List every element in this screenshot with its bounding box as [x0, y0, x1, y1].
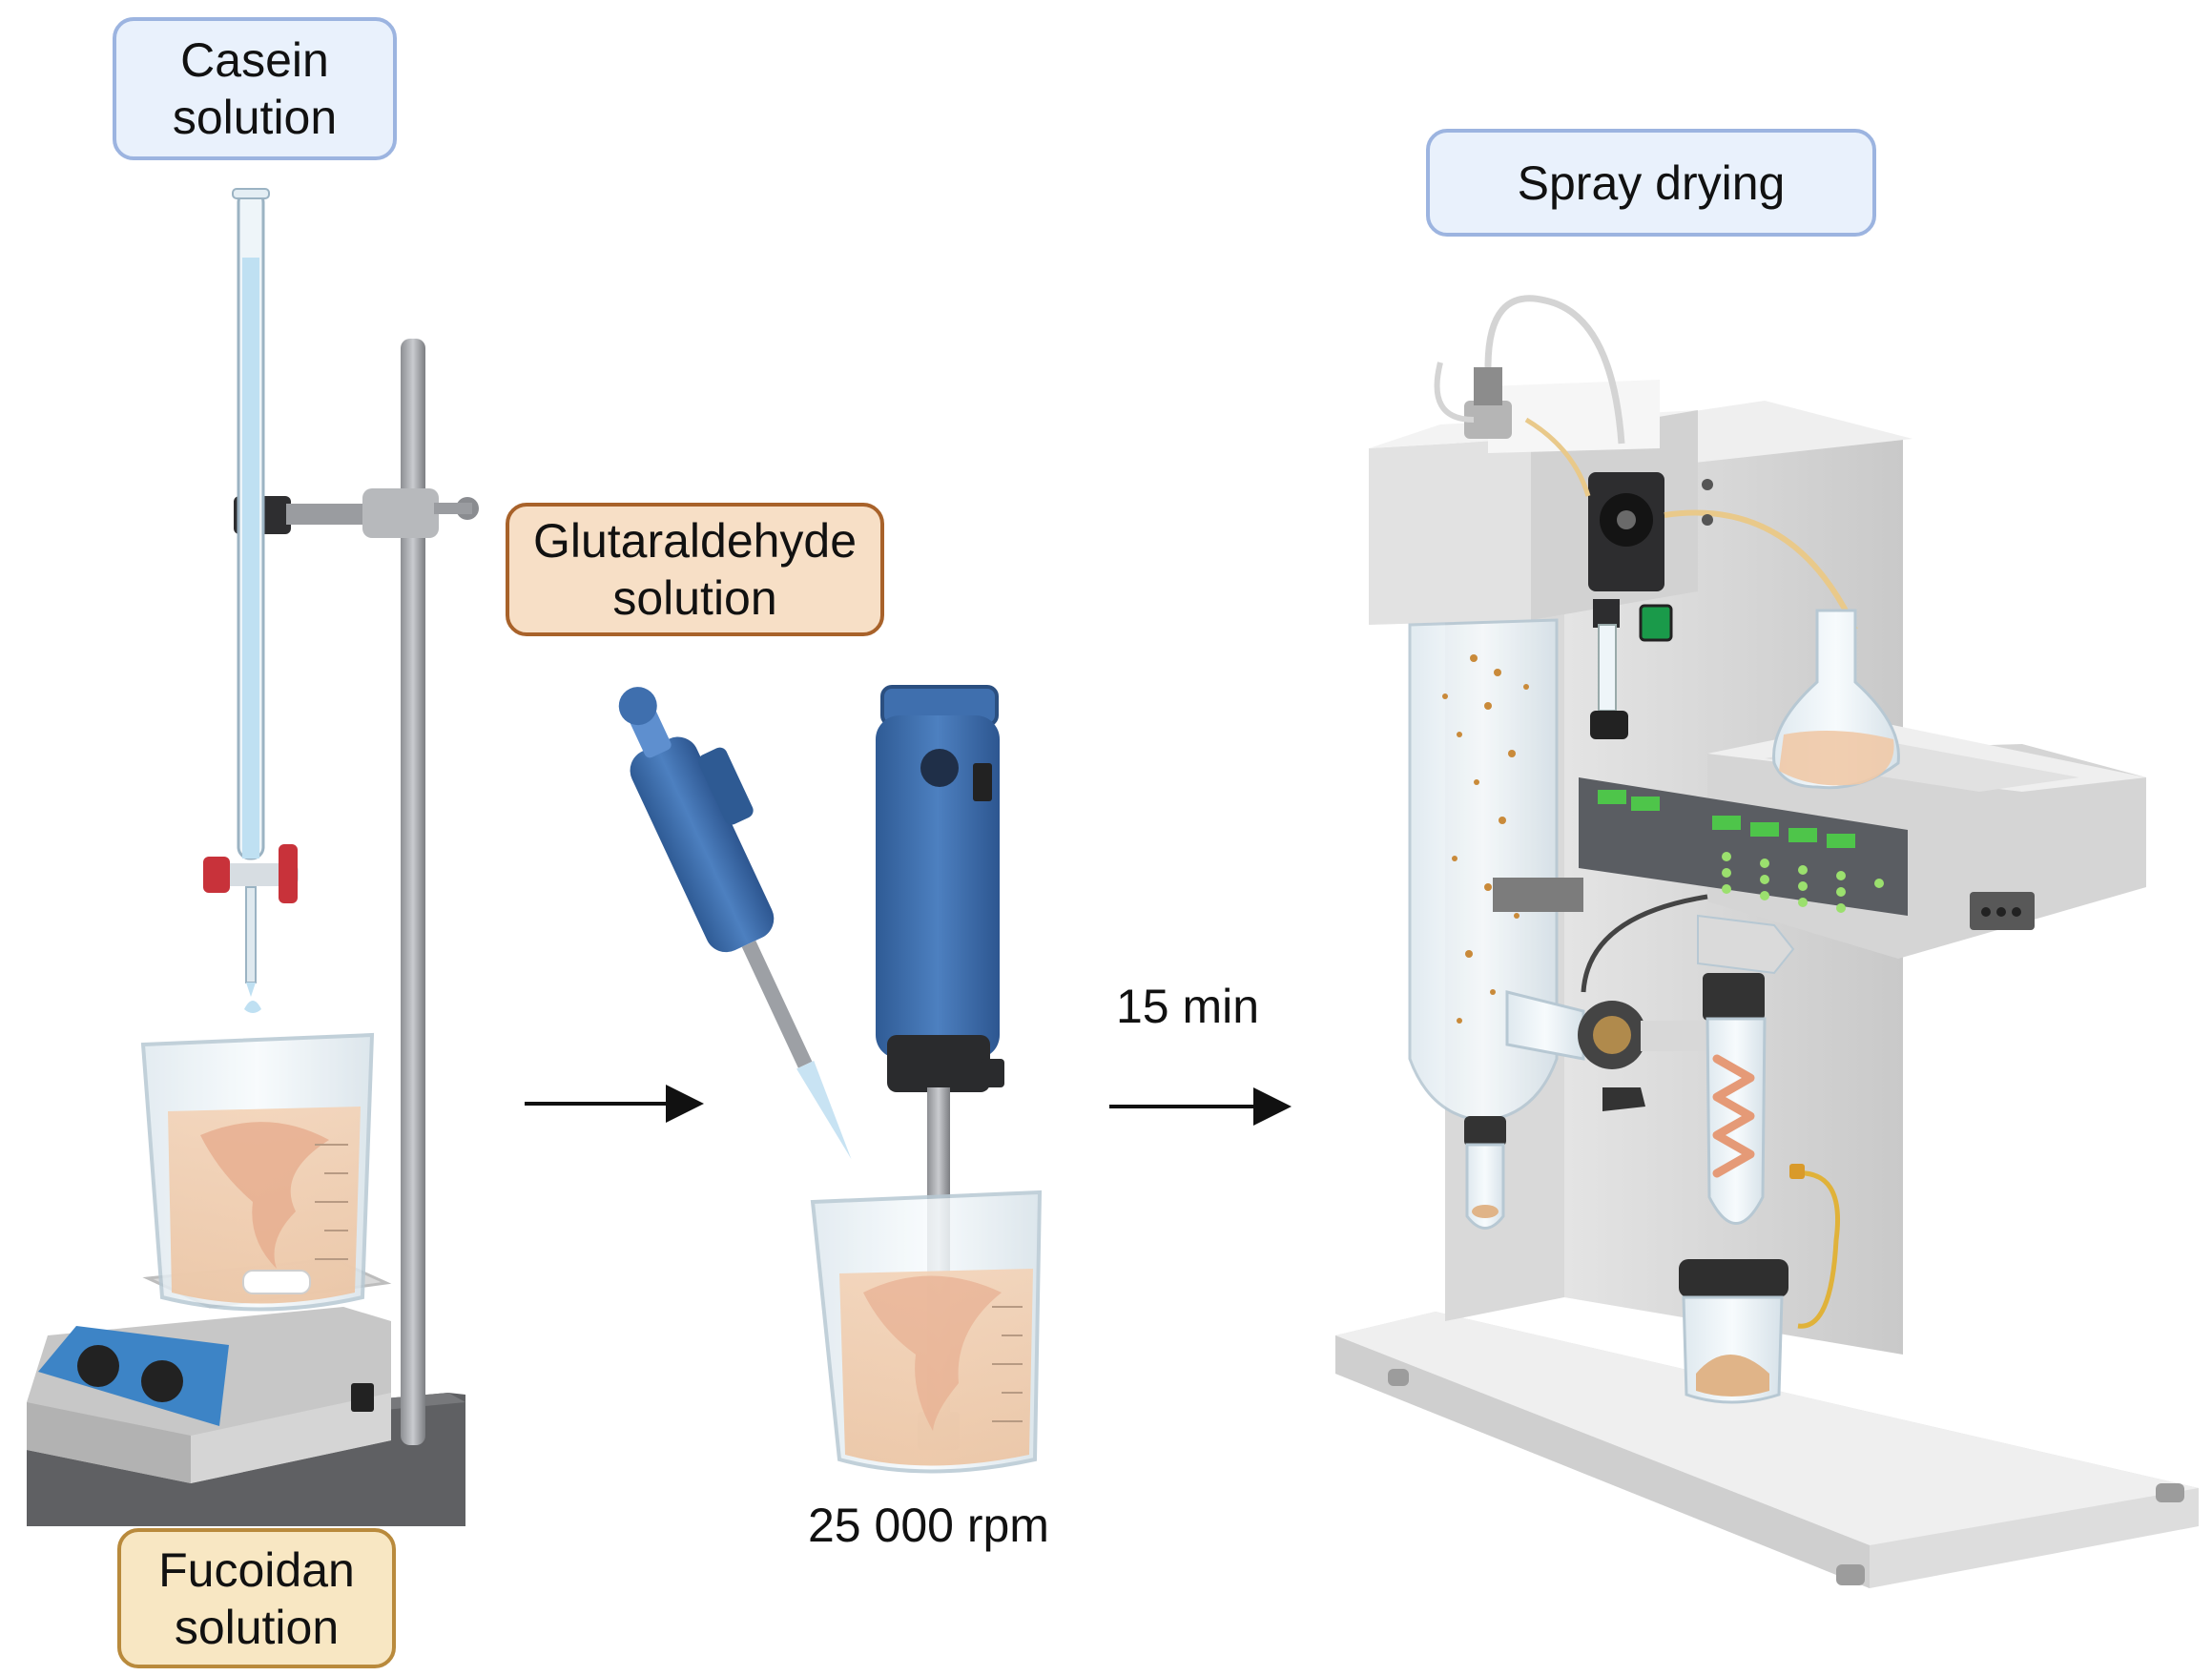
burette	[203, 188, 299, 1013]
beaker-middle	[810, 1190, 1043, 1474]
pipette	[618, 687, 852, 1160]
fucoidan-solution-label: Fucoidan solution	[117, 1528, 396, 1668]
beaker-left	[140, 1032, 375, 1312]
casein-solution-label: Casein solution	[113, 17, 397, 160]
speed-label: 25 000 rpm	[808, 1499, 1049, 1552]
time-label: 15 min	[1116, 980, 1260, 1033]
stand-rod	[401, 339, 425, 1445]
spray-dryer	[1335, 295, 2199, 1588]
glutaraldehyde-solution-label: Glutaraldehyde solution	[506, 503, 884, 636]
spray-drying-text: Spray drying	[1517, 155, 1786, 210]
fucoidan-solution-text: Fucoidan solution	[158, 1542, 355, 1654]
glutaraldehyde-solution-text: Glutaraldehyde solution	[532, 514, 858, 625]
clamp	[234, 488, 479, 538]
casein-solution-text: Casein solution	[172, 33, 338, 144]
spray-drying-label: Spray drying	[1426, 129, 1876, 237]
